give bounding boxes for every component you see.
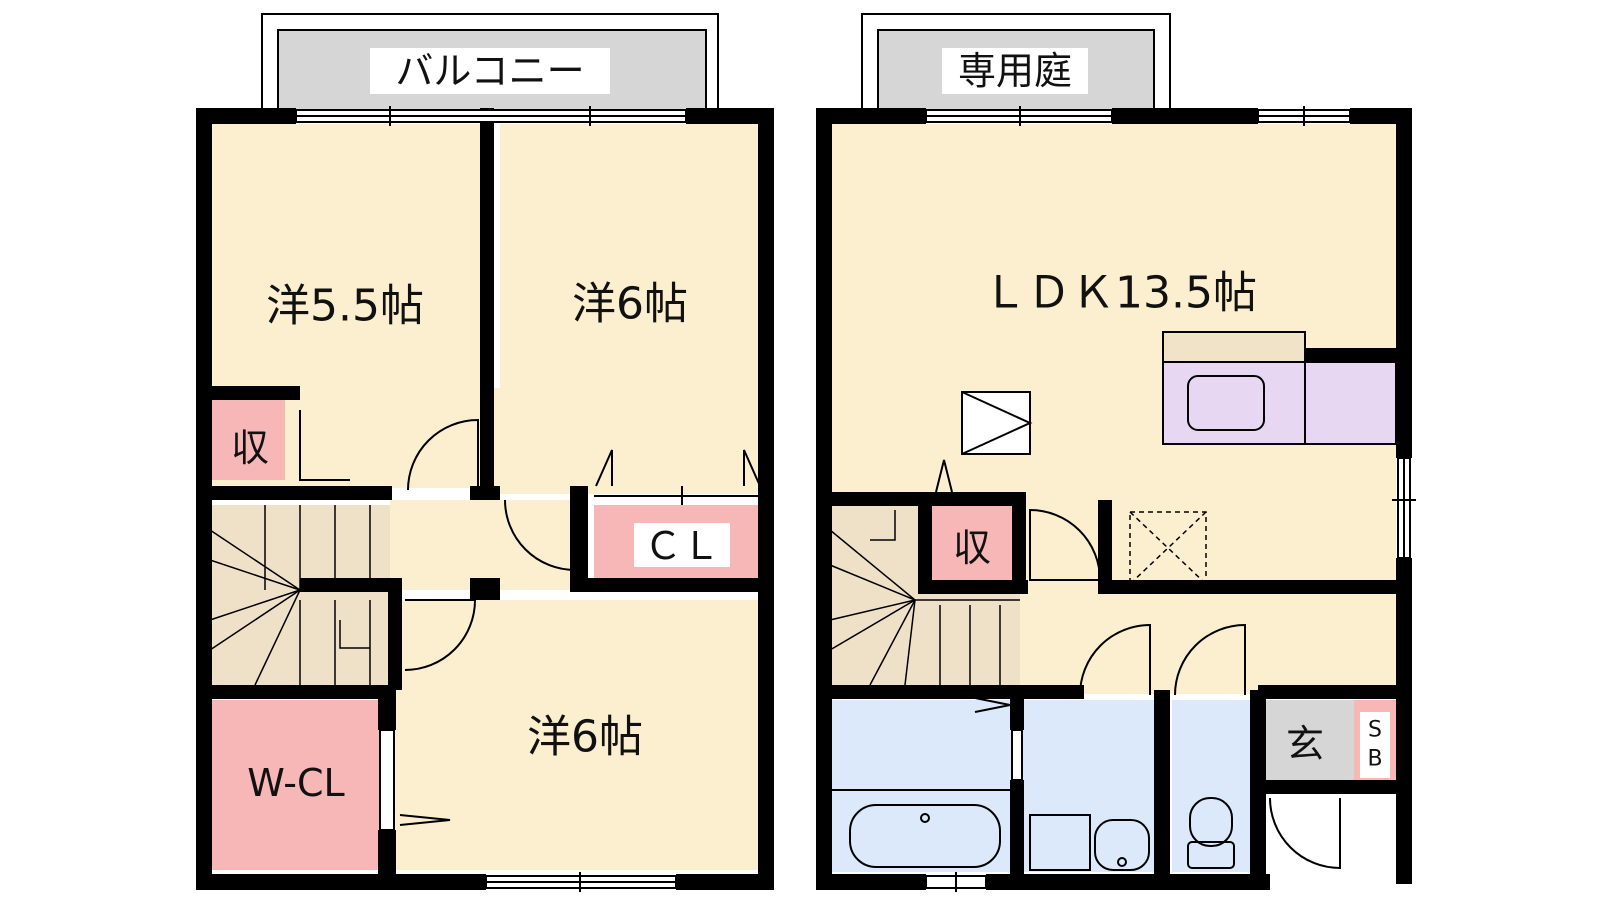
- walk-in-closet-area: [210, 700, 388, 870]
- room-western-55-label: 洋5.5帖: [266, 281, 424, 332]
- storage-left-area: [210, 400, 285, 480]
- right-floor-doors: [935, 391, 1341, 870]
- shoe-box-label-s: S: [1368, 718, 1382, 743]
- sink-icon: [1187, 375, 1265, 431]
- room-western-55-area: [210, 124, 480, 389]
- entrance-label: 玄: [1286, 722, 1324, 766]
- toilet-bowl-icon: [1189, 797, 1233, 847]
- hall-area: [1018, 594, 1396, 694]
- refrigerator-icon: [961, 391, 1031, 455]
- right-floor-windows: [925, 106, 1416, 892]
- garden-label: 専用庭: [958, 49, 1072, 93]
- right-floor-walls: [816, 108, 1412, 890]
- ldk-label: ＬＤＫ13.5帖: [983, 268, 1257, 319]
- stairs-right: [829, 510, 1020, 686]
- left-floor: バルコニー: [196, 13, 774, 892]
- hallway-area-2: [390, 500, 570, 590]
- room-western-6-top-area: [500, 124, 768, 494]
- left-floor-doors: [299, 410, 770, 826]
- left-floor-walls: [196, 108, 774, 890]
- room-western-6-top-label: 洋6帖: [572, 279, 688, 330]
- right-floor: 専用庭: [816, 13, 1416, 892]
- storage-right-label: 収: [953, 526, 991, 570]
- washbasin-counter-icon: [1029, 814, 1091, 871]
- kitchen-area: [1162, 361, 1397, 445]
- bathroom-area: [830, 700, 1160, 872]
- left-floor-windows: [295, 106, 687, 892]
- closet-label-bg: [634, 523, 730, 567]
- storage-left-label: 収: [231, 426, 269, 470]
- pantry-icon: [1129, 511, 1207, 585]
- garden-label-bg: [942, 48, 1088, 94]
- stairs-left: [209, 505, 371, 686]
- room-western-6-bottom-label: 洋6帖: [527, 712, 643, 763]
- shoe-box-label-bg: [1360, 712, 1390, 778]
- counter-area: [1162, 331, 1306, 363]
- bathroom-fixtures: [830, 789, 1235, 871]
- balcony-label: バルコニー: [395, 49, 584, 93]
- toilet-tank-icon: [1187, 841, 1235, 869]
- balcony-label-bg: [370, 48, 610, 94]
- shoe-box-label-b: B: [1367, 747, 1382, 772]
- closet-label: ＣＬ: [644, 524, 720, 568]
- storage-right-area: [932, 505, 1012, 585]
- bathtub-icon: [849, 804, 1001, 868]
- toilet-area: [1172, 700, 1250, 872]
- washbasin-icon: [1094, 819, 1150, 871]
- entrance-area: [1264, 700, 1356, 790]
- walk-in-closet-label: W-CL: [247, 761, 344, 805]
